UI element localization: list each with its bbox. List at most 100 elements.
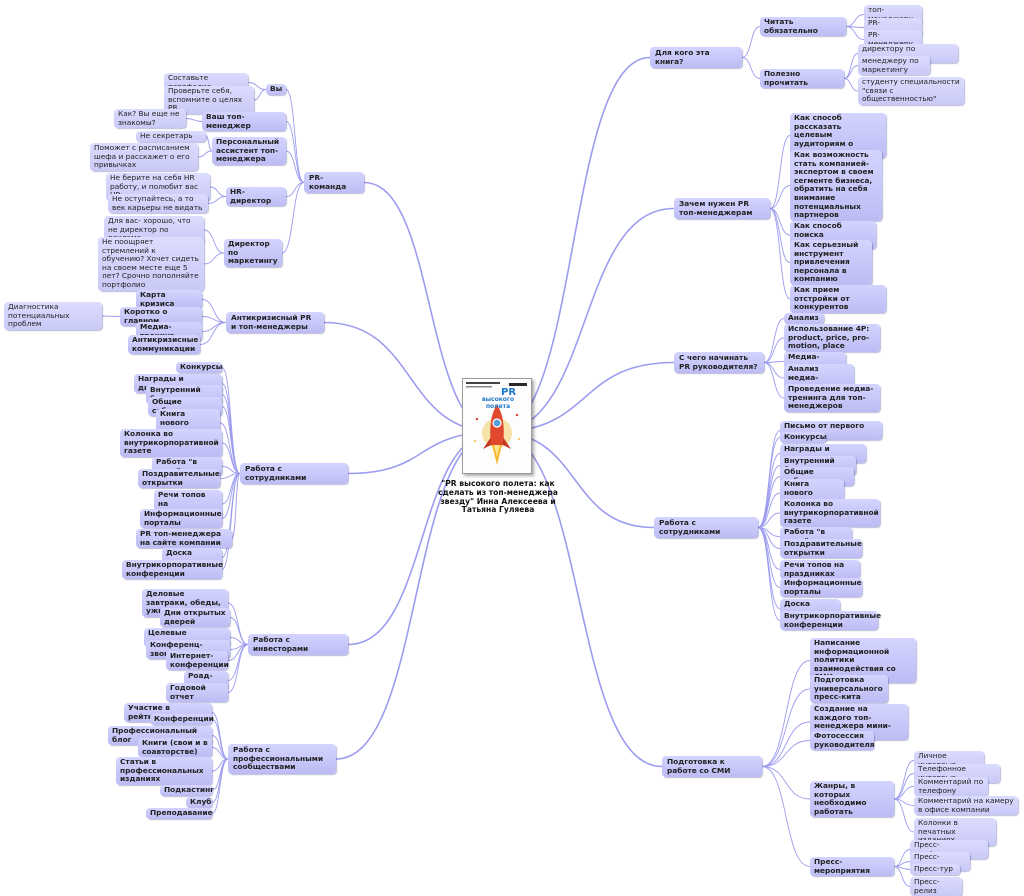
link-pa2: [197, 150, 213, 158]
node-st2[interactable]: Использование 4P: product, price, pro-mo…: [784, 324, 880, 352]
node-st1[interactable]: Анализ: [784, 313, 824, 324]
central-topic[interactable]: "PR высокого полета: как сделать из топ-…: [438, 479, 558, 515]
node-sl1[interactable]: Конкурсы: [176, 362, 222, 373]
node-pa2[interactable]: Поможет с расписанием шефа и расскажет о…: [90, 143, 198, 171]
node-sr2[interactable]: Конкурсы: [780, 432, 826, 443]
node-start[interactable]: С чего начинать PR руководителя?: [674, 352, 764, 374]
node-useful[interactable]: Полезно прочитать: [760, 69, 844, 89]
node-pf5[interactable]: Статьи в профессиональных изданиях: [116, 757, 212, 785]
node-sr10[interactable]: Речи топов на праздниках: [780, 560, 860, 580]
book-cover-image: PR высокого полета: [462, 378, 532, 474]
node-sl8[interactable]: Поздравительные открытки: [138, 469, 220, 489]
node-use3[interactable]: студенту специальности "связи с обществе…: [858, 77, 964, 105]
link-g3: [893, 786, 915, 800]
link-cr3: [201, 322, 227, 332]
node-md6[interactable]: Пресс-мероприятия: [810, 857, 894, 877]
link-cr4: [199, 322, 227, 345]
node-sr7[interactable]: Колонка во внутрикорпоративной газете: [780, 499, 880, 527]
node-cr2a[interactable]: Диагностика потенциальных проблем: [4, 302, 102, 330]
node-md2[interactable]: Подготовка универсального пресс-кита: [810, 675, 888, 703]
link-tm1: [185, 118, 203, 122]
link-you2: [253, 89, 267, 101]
node-st5[interactable]: Проведение медиа-тренинга для топ-менедж…: [784, 384, 880, 412]
node-pa1[interactable]: Не секретарь: [136, 131, 206, 142]
link-sr13: [757, 527, 781, 621]
node-pf7[interactable]: Клуб: [186, 797, 212, 808]
node-sl10[interactable]: Информационные порталы: [140, 509, 222, 529]
node-who[interactable]: Для кого эта книга?: [650, 47, 742, 69]
link-hr1: [209, 186, 227, 197]
link-why5: [769, 208, 791, 300]
node-team[interactable]: PR-команда: [304, 172, 364, 194]
node-staffR[interactable]: Работа с сотрудниками: [654, 517, 758, 539]
node-why2[interactable]: Как возможность стать компанией-эксперто…: [790, 150, 882, 221]
node-mkt[interactable]: Директор по маркетингу: [224, 239, 282, 267]
node-why5[interactable]: Как прием отстройки от конкурентов: [790, 285, 886, 313]
node-sr9[interactable]: Поздравительные открытки: [780, 539, 862, 559]
node-sl6[interactable]: Колонка во внутрикорпоративной газете: [120, 429, 222, 457]
link-cr1: [201, 299, 227, 323]
link-hr: [285, 182, 305, 197]
link-mkt2: [203, 252, 225, 265]
node-pf8[interactable]: Преподавание: [146, 808, 213, 819]
link-sl13: [221, 473, 241, 570]
node-pf6[interactable]: Подкастинг: [160, 785, 214, 796]
node-you[interactable]: Вы: [266, 84, 286, 95]
node-iv7[interactable]: Годовой отчет: [166, 683, 228, 703]
node-use2[interactable]: менеджеру по маркетингу: [858, 56, 930, 76]
node-hr[interactable]: HR-директор: [226, 187, 286, 207]
node-sl13[interactable]: Внутрикорпоративные конференции: [122, 560, 223, 580]
node-cr1[interactable]: Карта кризиса: [136, 290, 202, 310]
node-p3[interactable]: Пресс-тур: [910, 864, 960, 875]
link-must3: [845, 26, 865, 40]
node-tm1[interactable]: Как? Вы еще не знакомы?: [114, 109, 186, 129]
node-inv[interactable]: Работа с инвесторами: [248, 634, 348, 656]
link-md2: [761, 688, 811, 767]
node-crisis[interactable]: Антикризисный PR и топ-менеджеры: [226, 312, 324, 334]
link-sl6: [221, 442, 241, 474]
cover-title: PR: [501, 387, 517, 398]
node-mkt2[interactable]: Не поощряет стремлений к обучению? Хочет…: [98, 237, 204, 291]
link-pf2: [211, 719, 229, 760]
node-g3[interactable]: Комментарий по телефону: [914, 777, 988, 797]
link-useful: [741, 57, 761, 79]
link-use3: [843, 78, 859, 92]
node-cr2[interactable]: Коротко о главном: [120, 307, 202, 327]
link-must1: [845, 14, 865, 27]
node-why4[interactable]: Как серьезный инструмент привлечения пер…: [790, 240, 872, 285]
node-sr11[interactable]: Информационные порталы: [780, 578, 862, 598]
node-sr13[interactable]: Внутрикорпоративные конференции: [780, 611, 881, 631]
link-sr10: [757, 527, 781, 570]
node-iv5[interactable]: Интернет-конференции: [166, 651, 229, 671]
link-pf4: [211, 747, 229, 760]
node-prof[interactable]: Работа с профессиональными сообществами: [228, 744, 336, 774]
link-mkt: [281, 182, 305, 254]
link-g5: [893, 798, 915, 833]
node-pf2[interactable]: Конференции: [150, 714, 214, 725]
link-pf8: [211, 758, 229, 814]
node-cr4[interactable]: Антикризисные коммуникации: [128, 335, 200, 355]
node-md5[interactable]: Жанры, в которых необходимо работать: [810, 781, 894, 818]
node-media[interactable]: Подготовка к работе со СМИ: [662, 756, 762, 778]
node-staffL[interactable]: Работа с сотрудниками: [240, 463, 348, 485]
link-why3: [769, 208, 791, 236]
link-md4: [761, 740, 811, 767]
node-why[interactable]: Зачем нужен PR топ-менеджерам: [674, 198, 770, 220]
link-mkt1: [203, 229, 225, 254]
node-hr2[interactable]: Не оступайтесь, а то век карьеры не вида…: [108, 194, 208, 214]
link-who: [495, 56, 651, 433]
node-sl11[interactable]: PR топ-менеджера на сайте компании: [136, 529, 232, 549]
node-tm[interactable]: Ваш топ-менеджер: [202, 112, 286, 132]
link-hr2: [207, 196, 227, 204]
node-pf4[interactable]: Книги (свои и в соавторстве): [138, 738, 212, 758]
node-must[interactable]: Читать обязательно: [760, 17, 846, 37]
node-md4[interactable]: Фотосессия руководителя: [810, 731, 875, 751]
node-iv2[interactable]: Дни открытых дверей: [160, 608, 230, 628]
link-p4: [893, 866, 911, 887]
node-pa[interactable]: Персональный ассистент топ-менеджера: [212, 137, 286, 165]
link-you1: [247, 82, 267, 90]
node-g4[interactable]: Комментарий на камеру в офисе компании: [914, 796, 1018, 816]
link-md3: [761, 721, 811, 767]
node-p4[interactable]: Пресс-релиз: [910, 877, 962, 896]
